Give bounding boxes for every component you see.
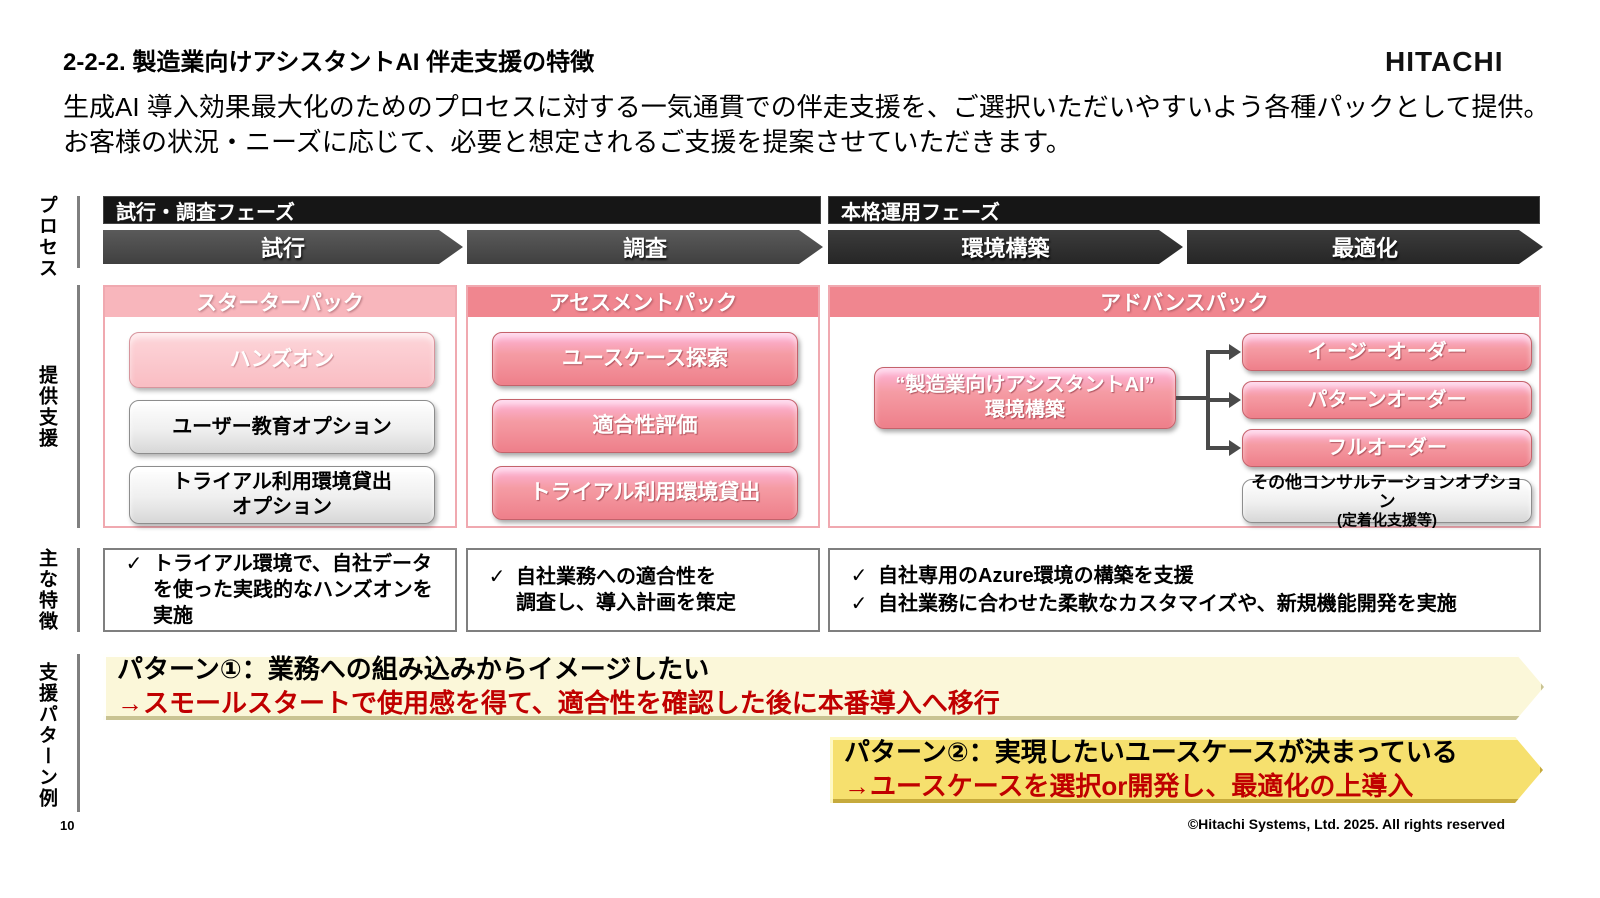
fitness-evaluation-button: 適合性評価 xyxy=(492,399,798,453)
advance-pack-panel: アドバンスパック “製造業向けアシスタントAI” 環境構築 イージーオーダー パ… xyxy=(828,285,1541,529)
pattern-order-button: パターンオーダー xyxy=(1242,381,1532,419)
feature-text: 自社業務への適合性を 調査し、導入計画を策定 xyxy=(516,566,736,614)
assistant-ai-env-build-box: “製造業向けアシスタントAI” 環境構築 xyxy=(874,367,1176,429)
check-icon: ✓ xyxy=(850,565,868,587)
page-title: 2-2-2. 製造業向けアシスタントAI 伴走支援の特徴 xyxy=(63,49,595,76)
connector-arrow-icon-1 xyxy=(1229,344,1241,360)
row-label-patterns: 支援パターン例 xyxy=(36,661,57,809)
check-icon: ✓ xyxy=(125,553,143,575)
connector-branch-3 xyxy=(1210,446,1230,450)
connector-branch-2 xyxy=(1210,398,1230,402)
feature-box-starter: ✓ トライアル環境で、自社データ を使った実践的なハンズオンを 実施 xyxy=(103,548,457,632)
check-icon: ✓ xyxy=(488,566,506,588)
pattern2-title: パターン②：実現したいユースケースが決まっている xyxy=(844,737,1458,768)
assessment-pack-panel: アセスメントパック ユースケース探索 適合性評価 トライアル利用環境貸出 xyxy=(466,285,820,528)
feature-text: 自社専用のAzure環境の構築を支援 xyxy=(878,565,1194,587)
connector-vertical-line xyxy=(1206,350,1210,450)
hands-on-button: ハンズオン xyxy=(129,332,435,388)
check-icon: ✓ xyxy=(850,593,868,615)
other-consultation-option-line2: (定着化支援等) xyxy=(1337,511,1437,529)
feature-item: ✓ 自社業務に合わせた柔軟なカスタマイズや、新規機能開発を実施 xyxy=(840,591,1529,617)
row-label-features: 主な特徴 xyxy=(36,548,57,632)
easy-order-button: イージーオーダー xyxy=(1242,333,1532,371)
pattern1-detail: →スモールスタートで使用感を得て、適合性を確認した後に本番導入へ移行 xyxy=(117,688,1000,718)
description-line2: お客様の状況・ニーズに応じて、必要と想定されるご支援を提案させていただきます。 xyxy=(63,127,1072,158)
other-consultation-option-button: その他コンサルテーションオプション (定着化支援等) xyxy=(1242,473,1532,529)
feature-text: トライアル環境で、自社データ を使った実践的なハンズオンを 実施 xyxy=(153,553,433,627)
trial-env-lending-option-button: トライアル利用環境貸出 オプション xyxy=(129,466,435,524)
step-arrow-trial: 試行 xyxy=(103,230,463,264)
advance-pack-title: アドバンスパック xyxy=(830,287,1539,317)
feature-item: ✓ トライアル環境で、自社データ を使った実践的なハンズオンを 実施 xyxy=(115,551,445,629)
pattern1-banner: パターン①：業務への組み込みからイメージしたい →スモールスタートで使用感を得て… xyxy=(103,654,1544,720)
page-number: 10 xyxy=(60,818,75,833)
connector-arrow-icon-3 xyxy=(1229,440,1241,456)
description-line1: 生成AI 導入効果最大化のためのプロセスに対する一気通貫での伴走支援を、ご選択い… xyxy=(63,92,1550,122)
other-consultation-option-line1: その他コンサルテーションオプション xyxy=(1251,472,1523,512)
feature-item: ✓ 自社専用のAzure環境の構築を支援 xyxy=(840,563,1529,589)
trial-env-lending-button: トライアル利用環境貸出 xyxy=(492,466,798,520)
full-order-button: フルオーダー xyxy=(1242,429,1532,467)
phase-bar-trial-survey: 試行・調査フェーズ xyxy=(103,196,821,224)
connector-branch-1 xyxy=(1210,350,1230,354)
row-label-process: プロセス xyxy=(36,195,57,279)
feature-text: 自社業務に合わせた柔軟なカスタマイズや、新規機能開発を実施 xyxy=(878,593,1457,615)
divider-patterns xyxy=(77,654,80,812)
starter-pack-title: スターターパック xyxy=(105,287,455,317)
copyright: ©Hitachi Systems, Ltd. 2025. All rights … xyxy=(1187,816,1505,832)
step-arrow-optimize: 最適化 xyxy=(1187,230,1543,264)
divider-features xyxy=(77,548,80,632)
starter-pack-panel: スターターパック ハンズオン ユーザー教育オプション トライアル利用環境貸出 オ… xyxy=(103,285,457,528)
description: 生成AI 導入効果最大化のためのプロセスに対する一気通貫での伴走支援を、ご選択い… xyxy=(63,90,1550,160)
phase-bar-production: 本格運用フェーズ xyxy=(828,196,1540,224)
pattern2-banner: パターン②：実現したいユースケースが決まっている →ユースケースを選択or開発し… xyxy=(830,737,1543,803)
pattern1-title: パターン①：業務への組み込みからイメージしたい xyxy=(117,654,710,685)
usecase-search-button: ユースケース探索 xyxy=(492,332,798,386)
pattern2-detail: →ユースケースを選択or開発し、最適化の上導入 xyxy=(844,771,1414,801)
feature-box-advance: ✓ 自社専用のAzure環境の構築を支援 ✓ 自社業務に合わせた柔軟なカスタマイ… xyxy=(828,548,1541,632)
feature-item: ✓ 自社業務への適合性を 調査し、導入計画を策定 xyxy=(478,564,808,616)
connector-arrow-icon-2 xyxy=(1229,392,1241,408)
assessment-pack-title: アセスメントパック xyxy=(468,287,818,317)
step-arrow-survey: 調査 xyxy=(467,230,823,264)
connector-horizontal-line xyxy=(1176,396,1210,400)
divider-process xyxy=(77,196,80,268)
step-arrow-env-build: 環境構築 xyxy=(828,230,1183,264)
row-label-offerings: 提供支援 xyxy=(36,364,57,449)
divider-offerings xyxy=(77,285,80,528)
feature-box-assessment: ✓ 自社業務への適合性を 調査し、導入計画を策定 xyxy=(466,548,820,632)
hitachi-logo: HITACHI xyxy=(1385,46,1504,77)
user-education-option-button: ユーザー教育オプション xyxy=(129,400,435,454)
